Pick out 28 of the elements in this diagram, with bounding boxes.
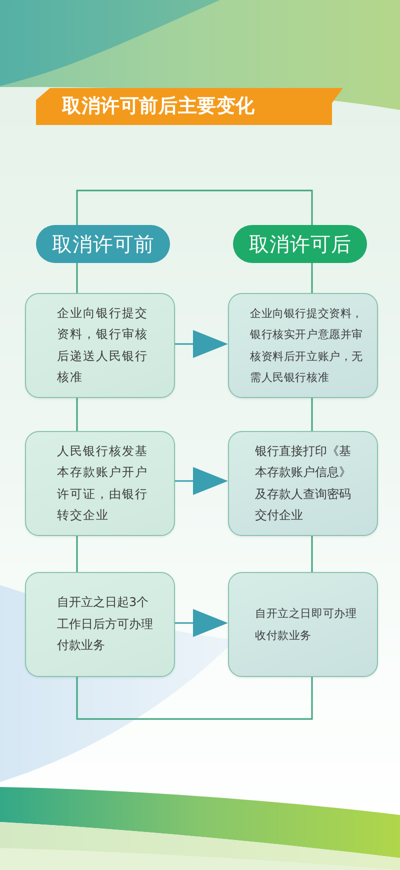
step-text: 自开立之日即可办理收付款业务 [255, 606, 358, 644]
arrow [175, 467, 228, 495]
connector-line [76, 677, 313, 720]
connector-line [76, 190, 313, 225]
step-box [25, 572, 175, 677]
step-box [228, 572, 378, 677]
connector-line [76, 398, 78, 431]
step-box [25, 431, 175, 536]
arrow [175, 609, 228, 637]
step-text: 企业向银行提交资料，银行核实开户意愿并审核资料后开立账户，无需人民银行核准 [250, 306, 364, 386]
step-box [228, 293, 378, 398]
step-text: 银行直接打印《基本存款账户信息》及存款人查询密码交付企业 [255, 442, 352, 524]
step-box [25, 293, 175, 398]
title-text: 取消许可前后主要变化 [62, 94, 255, 119]
step-text: 企业向银行提交资料，银行审核后递送人民银行核准 [57, 304, 149, 386]
connector-line [311, 398, 313, 431]
column-header [233, 225, 367, 263]
header-label: 取消许可前 [52, 232, 154, 256]
connector-line [76, 536, 78, 572]
connector-line [76, 263, 78, 293]
arrow [175, 330, 228, 358]
column-header [36, 225, 170, 263]
header-label: 取消许可后 [248, 232, 352, 256]
step-box [228, 431, 378, 536]
step-text: 人民银行核发基本存款账户开户许可证，由银行转交企业 [57, 442, 149, 524]
connector-line [311, 263, 313, 293]
connector-line [311, 536, 313, 572]
step-text: 自开立之日起3个工作日后方可办理付款业务 [57, 594, 154, 654]
